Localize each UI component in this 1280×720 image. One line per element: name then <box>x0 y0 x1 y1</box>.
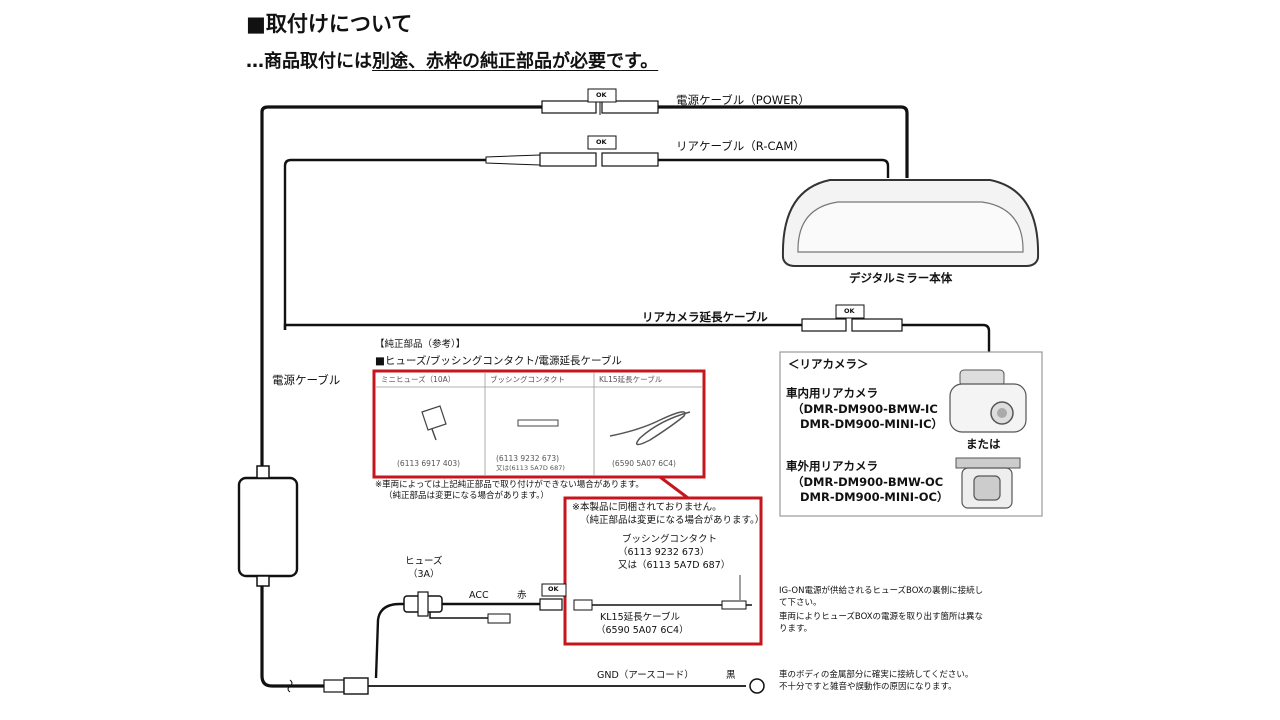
gnd-connector-left <box>323 679 345 693</box>
ok-label-power: OK <box>596 91 607 99</box>
ok-tag-power <box>587 88 617 103</box>
rear-cable-wire <box>283 158 486 330</box>
ground-note-1: 車のボディの金属部分に確実に接続してください。 <box>779 670 974 680</box>
callout-red-frame <box>563 496 763 646</box>
rear-connector-right <box>601 152 659 167</box>
power-module-top-plug <box>256 465 270 479</box>
rear-cable-plug <box>485 154 541 166</box>
acc-wire <box>374 602 540 679</box>
acc-label: ACC <box>469 590 489 601</box>
exterior-camera-model-2: DMR-DM900-MINI-OC） <box>800 490 949 504</box>
callout-bushing-pn1: （6113 9232 673） <box>618 547 710 558</box>
interior-camera-lens-inner <box>997 408 1007 418</box>
ground-note-2: 不十分ですと雑音や誤動作の原因になります。 <box>779 682 957 692</box>
rear-extension-cable-label: リアカメラ延長ケーブル <box>642 310 768 324</box>
parts-col-mini-fuse: ミニヒューズ（10A） <box>381 375 456 384</box>
genuine-parts-title: 【純正部品（参考）】 <box>375 339 466 350</box>
mini-fuse-part-number: (6113 6917 403) <box>397 459 461 468</box>
acc-connector-small <box>487 613 511 624</box>
callout-bushing-name: ブッシングコンタクト <box>622 534 718 545</box>
callout-bushing-pn2: 又は（6113 5A7D 687） <box>618 560 731 571</box>
power-wire <box>260 105 542 676</box>
digital-mirror-screen <box>797 201 1024 253</box>
gnd-wire <box>260 675 324 688</box>
kl15-connector-right <box>721 600 747 610</box>
callout-leader <box>659 475 689 500</box>
parts-col-bushing: ブッシングコンタクト <box>490 375 565 384</box>
power-module-bottom-plug <box>256 575 270 587</box>
bushing-contact-illustration <box>517 419 559 427</box>
note-prefix: …商品取付には <box>246 51 372 72</box>
power-connector-right <box>601 100 659 114</box>
interior-camera-model-1: （DMR-DM900-BMW-IC <box>792 402 938 416</box>
fuse-holder-inner <box>417 591 429 617</box>
ig-on-note-2: て下さい。 <box>779 598 822 608</box>
power-wire-to-mirror <box>658 105 909 178</box>
power-cable-side-label: 電源ケーブル <box>272 373 341 387</box>
rear-cable-label: リアケーブル（R-CAM） <box>676 139 805 153</box>
rear-connector-left <box>539 152 597 167</box>
ok-label-acc: OK <box>548 585 559 593</box>
ok-label-rear: OK <box>596 138 607 146</box>
bushing-part-number: (6113 9232 673) <box>496 454 560 463</box>
extension-connector-right <box>851 318 903 332</box>
rear-cable-to-mirror <box>658 158 890 178</box>
mirror-label: デジタルミラー本体 <box>849 271 953 285</box>
callout-line-2: （純正部品は変更になる場合があります。） <box>580 515 765 526</box>
black-wire-label: 黒 <box>726 670 736 681</box>
acc-connector <box>539 598 563 611</box>
ok-tag-rear <box>587 135 617 150</box>
exterior-camera-bracket <box>955 457 1021 469</box>
power-module <box>237 476 299 578</box>
genuine-parts-note-1: ※車両によっては上記純正部品で取り付けができない場合があります。 <box>375 480 644 490</box>
power-connector-left <box>541 100 597 114</box>
parts-col-kl15: KL15延長ケーブル <box>599 375 663 384</box>
kl15-cable-illustration <box>609 411 691 446</box>
callout-line-1: ※本製品に同梱されておりません。 <box>572 502 722 513</box>
ground-terminal <box>749 678 765 694</box>
interior-camera-model-2: DMR-DM900-MINI-IC） <box>800 417 944 431</box>
bushing-part-number-alt: 又は(6113 5A7D 687) <box>496 464 565 472</box>
fuse-rating: （3A） <box>408 569 440 580</box>
exterior-camera-model-1: （DMR-DM900-BMW-OC <box>792 475 944 489</box>
mini-fuse-leg <box>431 428 437 441</box>
note-underlined: 別途、赤枠の純正部品が必要です。 <box>372 51 659 72</box>
power-cable-label: 電源ケーブル（POWER） <box>676 93 810 107</box>
rear-extension-wire <box>283 323 802 330</box>
rear-camera-title: ＜リアカメラ＞ <box>788 357 869 371</box>
gnd-connector-right <box>343 677 369 695</box>
extension-connector-left <box>801 318 847 332</box>
callout-kl15-pn: （6590 5A07 6C4） <box>596 625 689 636</box>
ok-label-extension: OK <box>844 307 855 315</box>
interior-camera-body <box>949 383 1027 433</box>
ok-tag-extension <box>835 304 865 319</box>
callout-kl15-name: KL15延長ケーブル <box>600 612 681 623</box>
red-wire-label: 赤 <box>517 590 527 601</box>
ig-on-note-3: 車両によりヒューズBOXの電源を取り出す箇所は異な <box>779 612 984 622</box>
ig-on-note-4: ります。 <box>779 624 813 634</box>
kl15-connector-left <box>573 599 593 611</box>
kl15-part-number: (6590 5A07 6C4) <box>612 459 676 468</box>
gnd-label: GND（アースコード） <box>597 670 694 681</box>
page-title: ■取付けについて <box>246 12 413 36</box>
fuse-label: ヒューズ <box>405 556 443 567</box>
rear-camera-or: または <box>966 437 1001 451</box>
exterior-camera-lens <box>973 475 1001 501</box>
exterior-camera-label: 車外用リアカメラ <box>786 459 878 473</box>
ok-tag-acc <box>541 583 567 597</box>
interior-camera-label: 車内用リアカメラ <box>786 386 878 400</box>
rear-extension-wire-right <box>902 323 991 368</box>
wire-break-mark <box>287 679 293 693</box>
page-subtitle: …商品取付には別途、赤枠の純正部品が必要です。 <box>246 51 659 73</box>
genuine-parts-note-2: （純正部品は変更になる場合があります。） <box>384 491 549 501</box>
mini-fuse-illustration <box>421 405 447 431</box>
genuine-parts-subtitle: ■ヒューズ/ブッシングコンタクト/電源延長ケーブル <box>375 355 622 367</box>
ig-on-note-1: IG-ON電源が供給されるヒューズBOXの裏側に接続し <box>779 586 984 596</box>
